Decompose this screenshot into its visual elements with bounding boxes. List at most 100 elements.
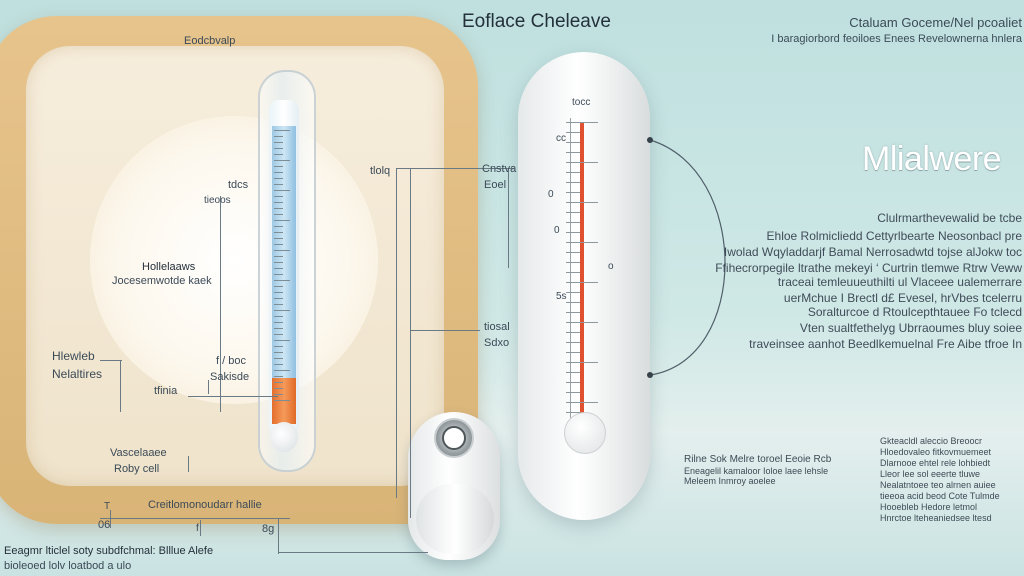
scale-tick <box>274 136 283 137</box>
scale-tick <box>274 160 290 161</box>
scale-tick <box>274 376 283 377</box>
scale-tick <box>566 242 598 243</box>
connector-line <box>100 360 122 361</box>
scale-tick <box>274 190 290 191</box>
panel-line: Ehloe Rolmicliedd Cettyrlbearte Neosonba… <box>766 229 1022 243</box>
frame-bottom-label: Creitlomonoudarr hallie <box>148 499 262 511</box>
label-eoel: Eoel <box>484 179 507 191</box>
card-line: Meleem Inmroy aoelee <box>684 476 776 486</box>
connector-line <box>396 168 514 169</box>
scale-label: o <box>608 261 614 272</box>
label-tiosal: tiosal <box>484 321 510 333</box>
scale-tick <box>566 312 580 313</box>
scale-tick <box>274 358 283 359</box>
ruler-label: T <box>104 501 111 512</box>
connector-line <box>120 360 121 412</box>
card-title: Rilne Sok Melre toroel Eeoie Rcb <box>684 454 832 465</box>
scale-tick <box>274 238 283 239</box>
scale-tick <box>566 412 580 413</box>
header-caption: I baragiorbord feoiloes Enees Revelowner… <box>771 33 1022 45</box>
scale-tick <box>274 394 283 395</box>
scale-tick <box>566 222 580 223</box>
label-boc: f / boc <box>216 355 246 367</box>
scale-tick <box>566 392 580 393</box>
ruler-tick <box>200 520 201 536</box>
scale-tick <box>274 172 283 173</box>
scale-label: tocc <box>572 97 591 108</box>
card-line: Dlarnooe ehtel rele lohbiedt <box>880 458 991 468</box>
scale-tick <box>274 130 290 131</box>
ruler-line <box>100 518 290 519</box>
panel-line: uerMchue I Brectl d£ Evesel, hrVbes tcel… <box>783 291 1022 305</box>
scale-tick <box>566 292 580 293</box>
scale-tick <box>566 282 598 283</box>
scale-tick <box>274 148 283 149</box>
connector-line <box>188 396 278 397</box>
scale-tick <box>274 364 283 365</box>
card-line: Hloedovaleo fitkovmuemeet <box>880 447 992 457</box>
label-hlewleb: Hlewleb <box>52 349 95 363</box>
card-line: Nealatntoee teo alrnen auiee <box>880 480 996 490</box>
header-subtitle: Ctaluam Goceme/Nel pcoaliet <box>849 15 1022 30</box>
footer-caption: Eeagmr lticlel soty subdfchmal: Blllue A… <box>4 545 214 557</box>
scale-tick <box>274 178 283 179</box>
scale-tick <box>566 192 580 193</box>
label-sdxo: Sdxo <box>484 337 510 349</box>
scale-label: 0 <box>548 189 554 200</box>
scale-tick <box>274 244 283 245</box>
connector-line <box>188 456 189 472</box>
ruler-tick <box>278 518 279 554</box>
scale-tick <box>566 132 580 133</box>
ruler-label: f <box>196 523 199 534</box>
scale-tick <box>566 372 580 373</box>
scale-tick <box>274 262 283 263</box>
connector-line <box>508 170 509 268</box>
connector-line <box>410 330 480 331</box>
scale-tick <box>566 302 580 303</box>
scale-tick <box>274 184 283 185</box>
card-line: Lleor lee sol eeerte tluwe <box>880 469 981 479</box>
label-vascelaaee: Vascelaaee <box>110 447 167 459</box>
glass-thermometer-scale <box>272 126 296 378</box>
scale-tick <box>274 316 283 317</box>
scale-tick <box>274 322 283 323</box>
sensor-dial-core <box>442 426 466 450</box>
white-thermometer-mercury <box>580 122 584 422</box>
scale-label: 0 <box>554 225 560 236</box>
scale-tick <box>274 286 283 287</box>
scale-tick <box>274 274 283 275</box>
scale-tick <box>566 212 580 213</box>
scale-tick <box>274 226 283 227</box>
scale-tick <box>274 250 290 251</box>
connector-line <box>220 196 221 412</box>
sun-circle <box>90 116 378 404</box>
scale-tick <box>566 142 580 143</box>
scale-tick <box>274 370 290 371</box>
sensor-device-body <box>416 484 494 554</box>
white-thermometer-scale-line <box>570 118 571 418</box>
scale-tick <box>566 172 580 173</box>
card-line: Hooebleb Hedore letmol <box>880 502 978 512</box>
scale-tick <box>566 352 580 353</box>
scale-tick <box>274 304 283 305</box>
scale-tick <box>566 362 598 363</box>
scale-label: cc <box>556 133 566 144</box>
page-title: Eoflace Cheleave <box>462 11 611 32</box>
label-roby-cell: Roby cell <box>114 463 160 475</box>
glass-thermometer-bulb <box>270 422 298 452</box>
scale-tick <box>274 292 283 293</box>
card-line: tieeoa acid beod Cote Tulmde <box>880 491 1000 501</box>
scale-tick <box>566 272 580 273</box>
glass-thermometer-mercury <box>272 378 296 424</box>
scale-tick <box>274 232 283 233</box>
label-nelaltires: Nelaltires <box>52 367 103 381</box>
white-thermometer-bulb <box>564 412 606 454</box>
sensor-dial-icon <box>434 418 474 458</box>
ruler-label: 06 <box>98 519 111 531</box>
scale-tick <box>274 328 283 329</box>
label-jocesemwotde: Jocesemwotde kaek <box>112 275 212 287</box>
frame-top-label: Eodcbvalp <box>184 35 236 47</box>
card-line: Eneagelil kamaloor Ioloe laee lehsle <box>684 466 829 476</box>
scale-tick <box>274 154 283 155</box>
card-line: Gkteacldl aleccio Breoocr <box>880 436 983 446</box>
